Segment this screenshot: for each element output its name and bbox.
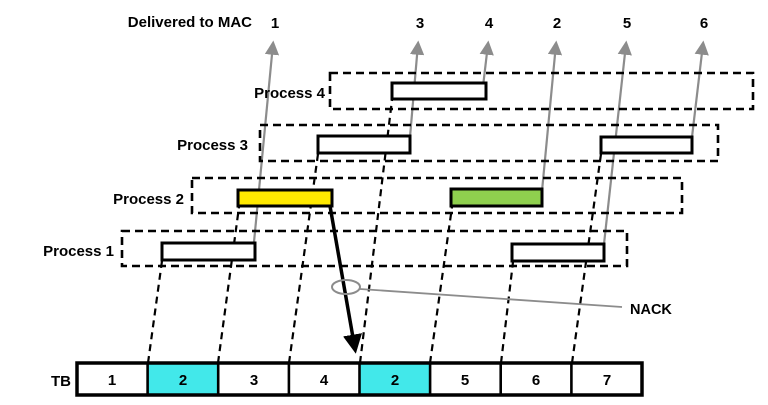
delivered-number-2: 2 bbox=[553, 15, 561, 32]
process3-block-tb3 bbox=[316, 134, 412, 155]
delivered-arrow-1 bbox=[252, 40, 280, 243]
tb-cell-label-6: 6 bbox=[532, 372, 540, 389]
delivered-number-6: 6 bbox=[700, 15, 708, 32]
process-boxes bbox=[120, 71, 755, 268]
process-1-label: Process 1 bbox=[43, 243, 114, 260]
process1-block-tb5 bbox=[510, 242, 606, 263]
delivered-number-3: 3 bbox=[416, 15, 424, 32]
tb-cell-label-7: 7 bbox=[603, 372, 611, 389]
tb-cell-label-1: 1 bbox=[108, 372, 116, 389]
connector-tb3-process3 bbox=[287, 153, 320, 364]
delivered-arrow-6 bbox=[690, 40, 709, 138]
transmission-blocks bbox=[160, 81, 694, 263]
process-1-box bbox=[120, 229, 629, 268]
tb-cell-dividers bbox=[146, 363, 573, 395]
tb-cell-label-2: 2 bbox=[179, 372, 187, 389]
process3-block-tb6 bbox=[599, 135, 694, 155]
nack-callout-line bbox=[359, 288, 623, 308]
delivered-arrow-2 bbox=[540, 40, 563, 192]
delivered-number-4: 4 bbox=[485, 15, 494, 32]
tb-row-label: TB bbox=[51, 373, 71, 390]
process1-block-tb1 bbox=[160, 241, 257, 262]
tb-cell-2-highlight bbox=[147, 363, 219, 395]
process2-block-tb2-failed bbox=[236, 188, 334, 208]
delivered-numbers: 1 3 4 2 5 6 bbox=[271, 15, 708, 32]
process4-block-tb4 bbox=[390, 81, 488, 101]
tb-cell-label-2retx: 2 bbox=[391, 372, 399, 389]
process-3-box bbox=[258, 123, 720, 163]
process-3-label: Process 3 bbox=[177, 137, 248, 154]
connector-tb2-process2 bbox=[216, 206, 241, 364]
delivered-number-5: 5 bbox=[623, 15, 631, 32]
nack-ellipse bbox=[331, 279, 361, 295]
nack-label: NACK bbox=[630, 302, 672, 318]
tb-cell-label-3: 3 bbox=[250, 372, 258, 389]
tb-row: TB 1 2 3 4 2 5 6 7 bbox=[51, 361, 644, 397]
process-2-box bbox=[190, 176, 684, 215]
process2-block-tb2-retransmission bbox=[449, 187, 544, 208]
process-4-box bbox=[328, 71, 755, 111]
delivered-to-mac-title: Delivered to MAC bbox=[128, 14, 252, 31]
process-2-label: Process 2 bbox=[113, 191, 184, 208]
tb-cell-label-4: 4 bbox=[320, 372, 329, 389]
connector-tb1-process1 bbox=[146, 260, 164, 364]
process-4-label: Process 4 bbox=[254, 85, 326, 102]
retransmission-arrow bbox=[328, 205, 362, 354]
tb-cell-2retx-highlight bbox=[359, 363, 431, 395]
delivered-number-1: 1 bbox=[271, 15, 279, 32]
tb-cell-label-5: 5 bbox=[461, 372, 469, 389]
connector-tb2retx-process2 bbox=[428, 206, 454, 364]
connector-tb5-process1 bbox=[499, 261, 515, 364]
